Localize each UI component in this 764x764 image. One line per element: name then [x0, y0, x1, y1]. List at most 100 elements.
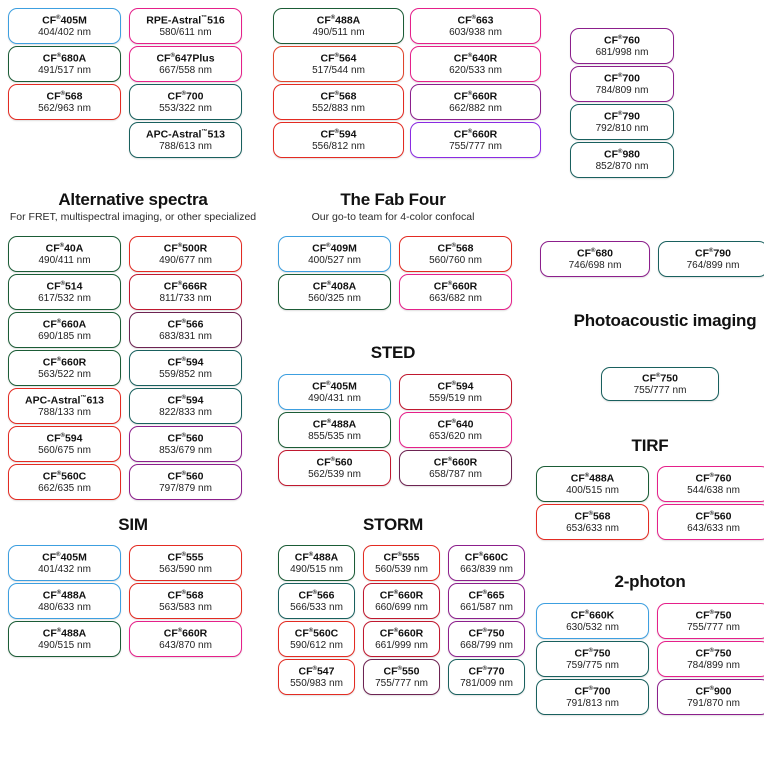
section-subtitle: For FRET, multispectral imaging, or othe…: [9, 211, 257, 223]
section-heading-photoacoustic-imaging: Photoacoustic imaging: [570, 310, 760, 331]
dye-spectra: 660/699 nm: [375, 602, 428, 614]
dye-spectra: 811/733 nm: [159, 293, 212, 305]
dye-name: CF®790: [604, 110, 640, 123]
dye-name: CF®488A: [312, 418, 357, 431]
dye-spectra: 755/777 nm: [633, 385, 687, 397]
dye-name: CF®660C: [464, 551, 509, 564]
dye-spectra: 855/535 nm: [308, 431, 361, 443]
dye-name: CF®555: [383, 551, 420, 564]
dye-spectra: 517/544 nm: [312, 65, 365, 77]
dye-spectra: 544/638 nm: [687, 485, 740, 497]
section-title: TIRF: [631, 436, 669, 455]
dye-spectra: 562/539 nm: [308, 469, 361, 481]
dye-name: CF®700: [167, 90, 204, 103]
dye-name: CF®408A: [312, 280, 357, 293]
dye-name: CF®980: [604, 148, 640, 161]
dye-spectra: 784/899 nm: [687, 660, 740, 672]
dye-spectra: 683/831 nm: [159, 331, 212, 343]
dye-spectra: 401/432 nm: [38, 564, 91, 576]
dye-name: CF®660R: [433, 456, 478, 469]
dye-name: CF®405M: [42, 14, 87, 27]
dye-name: CF®750: [695, 609, 732, 622]
dye-spectra: 764/899 nm: [686, 260, 740, 272]
